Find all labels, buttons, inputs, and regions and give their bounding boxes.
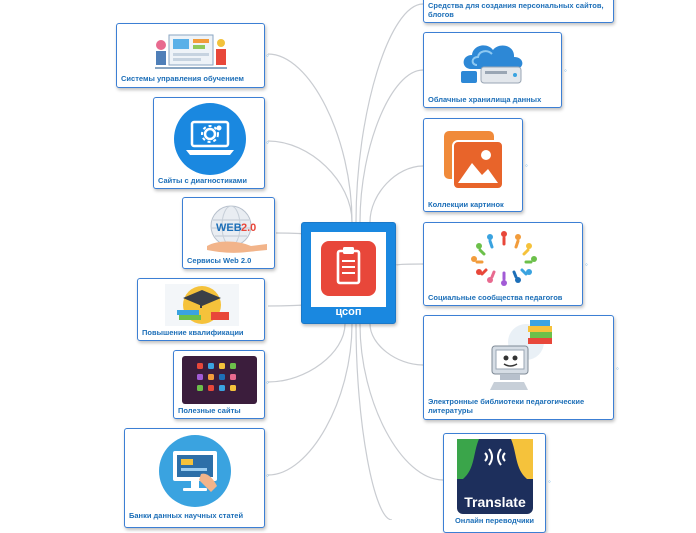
topic-web20-label: Сервисы Web 2.0 [187, 256, 252, 265]
topic-cloud-storage[interactable]: Облачные хранилища данных [423, 32, 562, 108]
topic-qualification[interactable]: Повышение квалификации [137, 278, 265, 341]
connector-personal [355, 3, 424, 223]
web20-globe-icon: WEB 2.0 [207, 204, 269, 254]
topic-personal-sites-label: Средства для создания персональных сайто… [428, 1, 604, 19]
connector-lines [267, 3, 444, 520]
topic-article-banks[interactable]: Банки данных научных статей [124, 428, 265, 528]
topic-web20[interactable]: WEB 2.0 Сервисы Web 2.0 [182, 197, 275, 269]
translate-icon: Translate [457, 439, 533, 514]
connector-lms [267, 53, 353, 223]
connector-banks [267, 323, 353, 476]
topic-diagnostics[interactable]: Сайты с диагностиками [153, 97, 265, 189]
laptop-gear-icon [172, 103, 248, 175]
cloud-storage-icon [457, 39, 529, 89]
expand-marker[interactable]: ◦ [525, 161, 528, 170]
topic-online-translators-label: Онлайн переводчики [454, 516, 535, 525]
clipboard-icon [311, 232, 386, 307]
expand-marker[interactable]: ◦ [266, 378, 269, 387]
topic-picture-collections-label: Коллекции картинок [428, 200, 504, 209]
connector-useful [267, 323, 346, 383]
connector-trans [359, 323, 444, 481]
topic-e-libraries[interactable]: Электронные библиотеки педагогические ли… [423, 315, 614, 420]
topic-lms[interactable]: Системы управления обучением [116, 23, 265, 88]
connector-pics [369, 165, 424, 223]
svg-text:WEB: WEB [216, 222, 242, 234]
topic-qualification-label: Повышение квалификации [142, 328, 244, 337]
topic-useful-sites[interactable]: Полезные сайты [173, 350, 265, 419]
lms-illustration-icon [153, 31, 229, 72]
topic-lms-label: Системы управления обучением [121, 74, 244, 83]
graduation-books-icon [165, 284, 239, 326]
topic-online-translators[interactable]: Translate Онлайн переводчики [443, 433, 546, 533]
expand-marker[interactable]: ◦ [266, 51, 269, 60]
translate-icon-text: Translate [464, 494, 526, 510]
topic-picture-collections[interactable]: Коллекции картинок [423, 118, 523, 212]
topic-social-communities-label: Социальные сообщества педагогов [428, 293, 563, 302]
topic-diagnostics-label: Сайты с диагностиками [158, 176, 247, 185]
connector-cloud [359, 69, 424, 223]
connector-social [395, 263, 424, 266]
pictures-icon [436, 125, 511, 197]
app-grid-icon [182, 356, 257, 404]
topic-article-banks-label: Банки данных научных статей [129, 511, 244, 520]
connector-elib [369, 323, 424, 366]
expand-marker[interactable]: ◦ [548, 477, 551, 486]
topic-personal-sites[interactable]: Средства для создания персональных сайто… [423, 0, 614, 23]
expand-marker[interactable]: ◦ [585, 260, 588, 269]
expand-marker[interactable]: ◦ [266, 471, 269, 480]
computer-books-icon [484, 320, 556, 396]
topic-useful-sites-label: Полезные сайты [178, 406, 241, 415]
touch-monitor-icon [157, 434, 233, 508]
people-ring-icon [468, 229, 540, 287]
expand-marker[interactable]: ◦ [616, 364, 619, 373]
expand-marker[interactable]: ◦ [266, 138, 269, 147]
connector-diag [267, 140, 353, 223]
topic-e-libraries-label: Электронные библиотеки педагогические ли… [428, 397, 585, 415]
topic-cloud-storage-label: Облачные хранилища данных [428, 95, 542, 104]
expand-marker[interactable]: ◦ [564, 66, 567, 75]
svg-text:2.0: 2.0 [241, 222, 256, 234]
central-topic-label: цсоп [335, 306, 362, 318]
topic-social-communities[interactable]: Социальные сообщества педагогов [423, 222, 583, 306]
connector-more [355, 323, 393, 520]
central-topic[interactable]: цсоп [301, 222, 396, 324]
